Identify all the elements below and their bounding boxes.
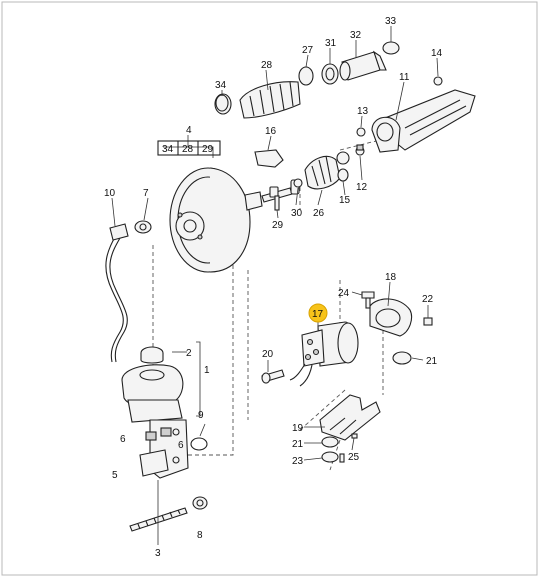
mounting-rail-11 <box>371 76 476 153</box>
callout-11[interactable]: 11 <box>399 72 410 83</box>
rings-27-31 <box>298 63 339 86</box>
brake-booster <box>169 167 263 273</box>
callout-27[interactable]: 27 <box>302 45 314 56</box>
highlight-marker-17[interactable] <box>308 303 328 323</box>
callout-15[interactable]: 15 <box>339 195 351 206</box>
callout-21a[interactable]: 21 <box>426 356 438 367</box>
callout-2[interactable]: 2 <box>186 348 192 359</box>
callout-32[interactable]: 32 <box>350 30 362 41</box>
callout-33[interactable]: 33 <box>385 16 397 27</box>
bellows-26 <box>304 151 350 190</box>
callout-21b[interactable]: 21 <box>292 439 304 450</box>
callout-5[interactable]: 5 <box>112 470 118 481</box>
callout-17[interactable]: 17 <box>312 309 324 320</box>
callout-22[interactable]: 22 <box>422 294 434 305</box>
callout-18[interactable]: 18 <box>385 272 397 283</box>
callout-16[interactable]: 16 <box>265 126 277 137</box>
leader-lines <box>111 26 439 545</box>
callout-19[interactable]: 19 <box>292 423 304 434</box>
callout-24[interactable]: 24 <box>338 288 350 299</box>
sub-box-label-a: 34 <box>162 144 174 155</box>
hardware-15-29-30 <box>274 168 349 211</box>
callout-25[interactable]: 25 <box>348 452 360 463</box>
hardware-3-8-9 <box>129 437 208 532</box>
callout-14[interactable]: 14 <box>431 48 443 59</box>
callout-3[interactable]: 3 <box>155 548 161 559</box>
pump-assembly-17 <box>289 321 359 387</box>
callout-6a[interactable]: 6 <box>120 434 126 445</box>
bracket-18-19 <box>319 298 413 441</box>
callout-29[interactable]: 29 <box>272 220 284 231</box>
callout-30[interactable]: 30 <box>291 208 303 219</box>
master-cylinder <box>121 346 189 479</box>
sub-box-label-b: 28 <box>182 144 194 155</box>
callout-20[interactable]: 20 <box>262 349 274 360</box>
bolt-20 <box>261 369 285 384</box>
rubber-boot-28 <box>214 81 301 119</box>
sub-assembly-box: 34 28 29 <box>157 140 221 156</box>
callout-34[interactable]: 34 <box>215 80 227 91</box>
callout-10[interactable]: 10 <box>104 188 116 199</box>
callout-13[interactable]: 13 <box>357 106 369 117</box>
callout-8[interactable]: 8 <box>197 530 203 541</box>
booster-pushrod <box>261 179 300 203</box>
callout-26[interactable]: 26 <box>313 208 325 219</box>
callout-28[interactable]: 28 <box>261 60 273 71</box>
brake-line-10 <box>105 220 152 363</box>
callout-4[interactable]: 4 <box>186 125 192 136</box>
sub-box-label-c: 29 <box>202 144 214 155</box>
callout-23[interactable]: 23 <box>292 456 304 467</box>
hose-32 <box>339 41 400 81</box>
callout-9[interactable]: 9 <box>198 410 204 421</box>
hardware-21-25 <box>321 291 433 463</box>
callout-labels: 1 2 3 4 5 6 6 7 8 9 10 11 12 13 14 15 16… <box>104 16 443 559</box>
callout-7[interactable]: 7 <box>143 188 149 199</box>
callout-6b[interactable]: 6 <box>178 440 184 451</box>
callout-12[interactable]: 12 <box>356 182 368 193</box>
callout-31[interactable]: 31 <box>325 38 337 49</box>
bracket-plate-16 <box>254 149 284 168</box>
callout-1[interactable]: 1 <box>204 365 210 376</box>
fittings-12-13 <box>355 127 366 156</box>
